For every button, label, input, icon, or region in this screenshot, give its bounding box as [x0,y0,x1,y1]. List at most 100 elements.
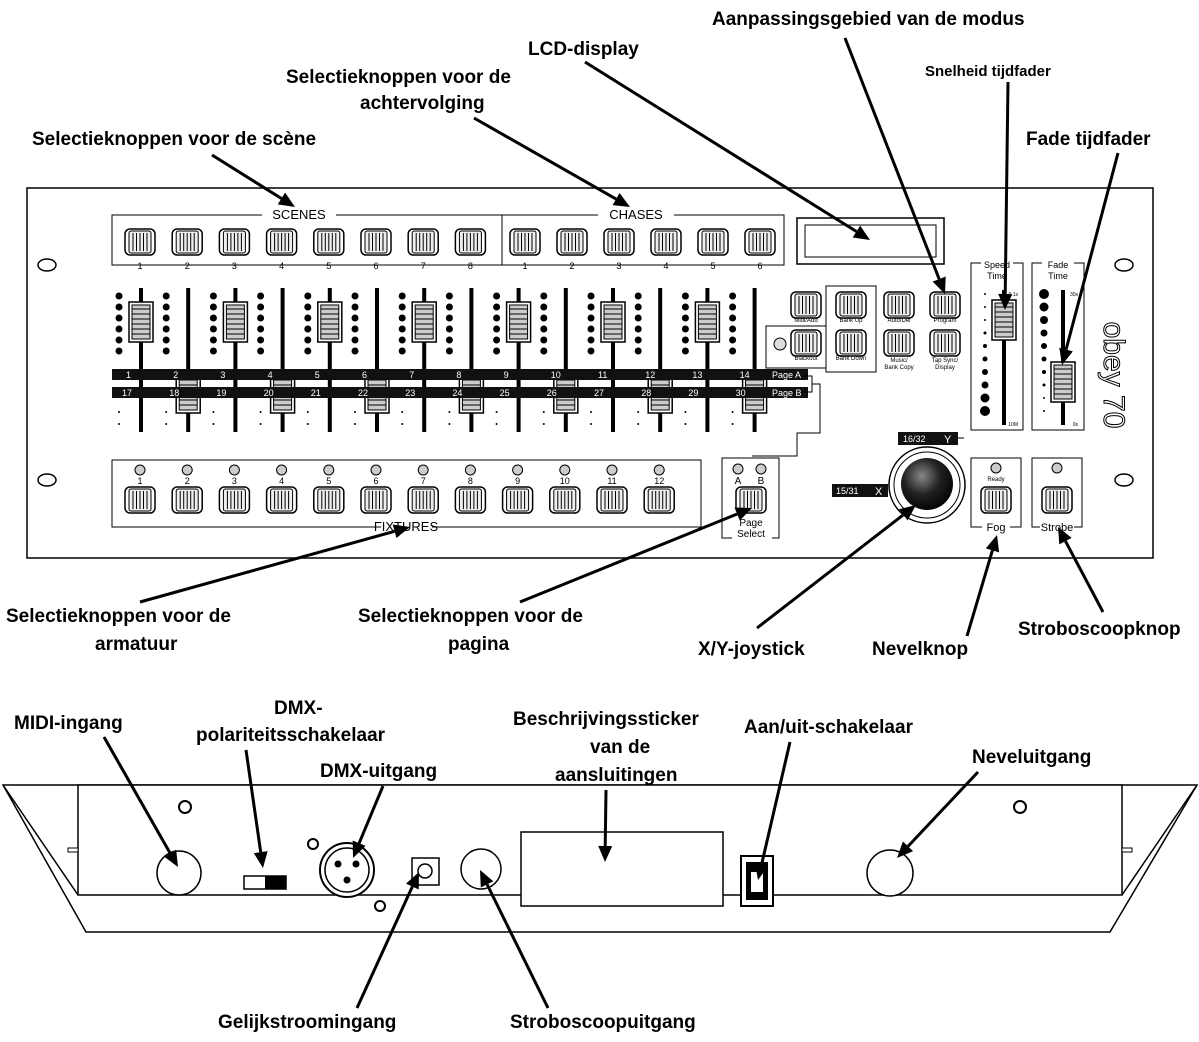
fixture-button-8[interactable] [454,486,487,514]
fixture-button-6[interactable] [360,486,392,514]
callout-speed-fader: Snelheid tijdfader [925,63,1051,80]
time-scale-dot [981,381,989,389]
tap-sync-display-button[interactable] [929,329,961,357]
strobe-button[interactable] [1041,486,1073,514]
auto-del-button[interactable] [883,291,915,319]
channel-b-label: 30 [736,388,746,398]
fixture-number: 5 [326,476,331,486]
chase-button-6[interactable] [744,228,776,256]
midi-add-button[interactable] [790,291,822,319]
level-led [445,336,453,344]
fader-knob[interactable] [222,301,249,343]
fixture-number: 2 [185,476,190,486]
level-led [540,292,548,300]
scene-button-5[interactable] [313,228,345,256]
scene-button-8[interactable] [454,228,487,256]
fixture-button-4[interactable] [265,486,298,514]
level-led [445,347,453,355]
arrow-dmx-out [352,785,385,858]
fixture-led [653,464,665,476]
music-bank-copy-button[interactable] [883,329,915,357]
callout-power-switch: Aan/uit-schakelaar [744,717,913,738]
fader-knob[interactable] [128,301,154,343]
scene-number: 7 [421,261,426,271]
scene-button-6[interactable] [360,228,392,256]
channel-b-label: 29 [688,388,698,398]
bank-up-button[interactable] [835,291,867,319]
channel-a-label: 6 [362,370,367,380]
time-scale-dot [1042,370,1046,374]
level-led [209,314,217,322]
level-led [493,325,501,333]
page-select-label-1: Page [739,518,763,529]
level-led [729,336,737,344]
level-led [162,347,170,355]
level-led [634,292,642,300]
chase-button-3[interactable] [603,228,635,256]
level-led [634,325,642,333]
level-led [162,292,170,300]
scene-number: 6 [373,261,378,271]
level-led [634,303,642,311]
fixture-button-12[interactable] [643,486,675,514]
fog-out-port [866,849,914,897]
x-axis-label: X [875,486,883,498]
channel-fader-9[interactable] [505,288,532,432]
scene-button-7[interactable] [407,228,439,256]
scene-button-1[interactable] [124,228,156,256]
chase-button-2[interactable] [556,228,588,256]
channel-a-label: 2 [173,370,178,380]
channel-fader-7[interactable] [411,288,437,432]
level-led [398,303,406,311]
time-scale-dot [1043,410,1045,412]
joystick-knob[interactable] [901,458,953,510]
fader-knob[interactable] [505,301,532,343]
level-led [351,336,359,344]
fade-time-fader[interactable] [1050,290,1076,425]
fader-knob[interactable] [317,301,343,343]
channel-fader-3[interactable] [222,288,249,432]
rear-panel [1,784,1199,933]
fade-top-label: 30s [1070,292,1079,298]
arrow-speed-fader [998,81,1013,310]
program-button[interactable] [929,291,961,319]
fader-knob[interactable] [411,301,437,343]
level-led [304,347,312,355]
fixture-button-2[interactable] [171,486,203,514]
blackout-button[interactable] [790,329,822,357]
level-led [115,292,123,300]
scene-button-2[interactable] [171,228,203,256]
level-led [729,325,737,333]
page-select-button[interactable] [735,486,767,514]
callout-fade-fader: Fade tijdfader [1026,129,1151,150]
scene-button-4[interactable] [265,228,298,256]
fixture-button-5[interactable] [313,486,345,514]
scene-button-3[interactable] [218,228,251,256]
fixture-button-7[interactable] [407,486,439,514]
btn-bank-up-label: Bank Up [839,318,863,324]
chase-number: 5 [710,261,715,271]
fixture-button-10[interactable] [549,486,581,514]
fader-knob[interactable] [600,301,626,343]
fixture-button-9[interactable] [501,486,534,514]
mount-hole [1114,473,1134,487]
fixture-button-11[interactable] [596,486,628,514]
chase-button-5[interactable] [697,228,729,256]
channel-fader-11[interactable] [600,288,626,432]
fader-knob[interactable] [694,301,721,343]
level-led [398,314,406,322]
bank-down-button[interactable] [835,329,867,357]
channel-b-label: 23 [405,388,415,398]
chase-button-1[interactable] [509,228,541,256]
channel-fader-13[interactable] [694,288,721,432]
level-led [681,336,689,344]
fader-knob[interactable] [1050,361,1076,403]
channel-fader-5[interactable] [317,288,343,432]
fixture-button-3[interactable] [218,486,251,514]
chase-button-4[interactable] [650,228,682,256]
channel-b-label: 17 [122,388,132,398]
callout-fog-out: Neveluitgang [972,747,1092,768]
fog-button[interactable] [980,486,1012,514]
channel-fader-1[interactable] [128,288,154,432]
fixture-button-1[interactable] [124,486,156,514]
